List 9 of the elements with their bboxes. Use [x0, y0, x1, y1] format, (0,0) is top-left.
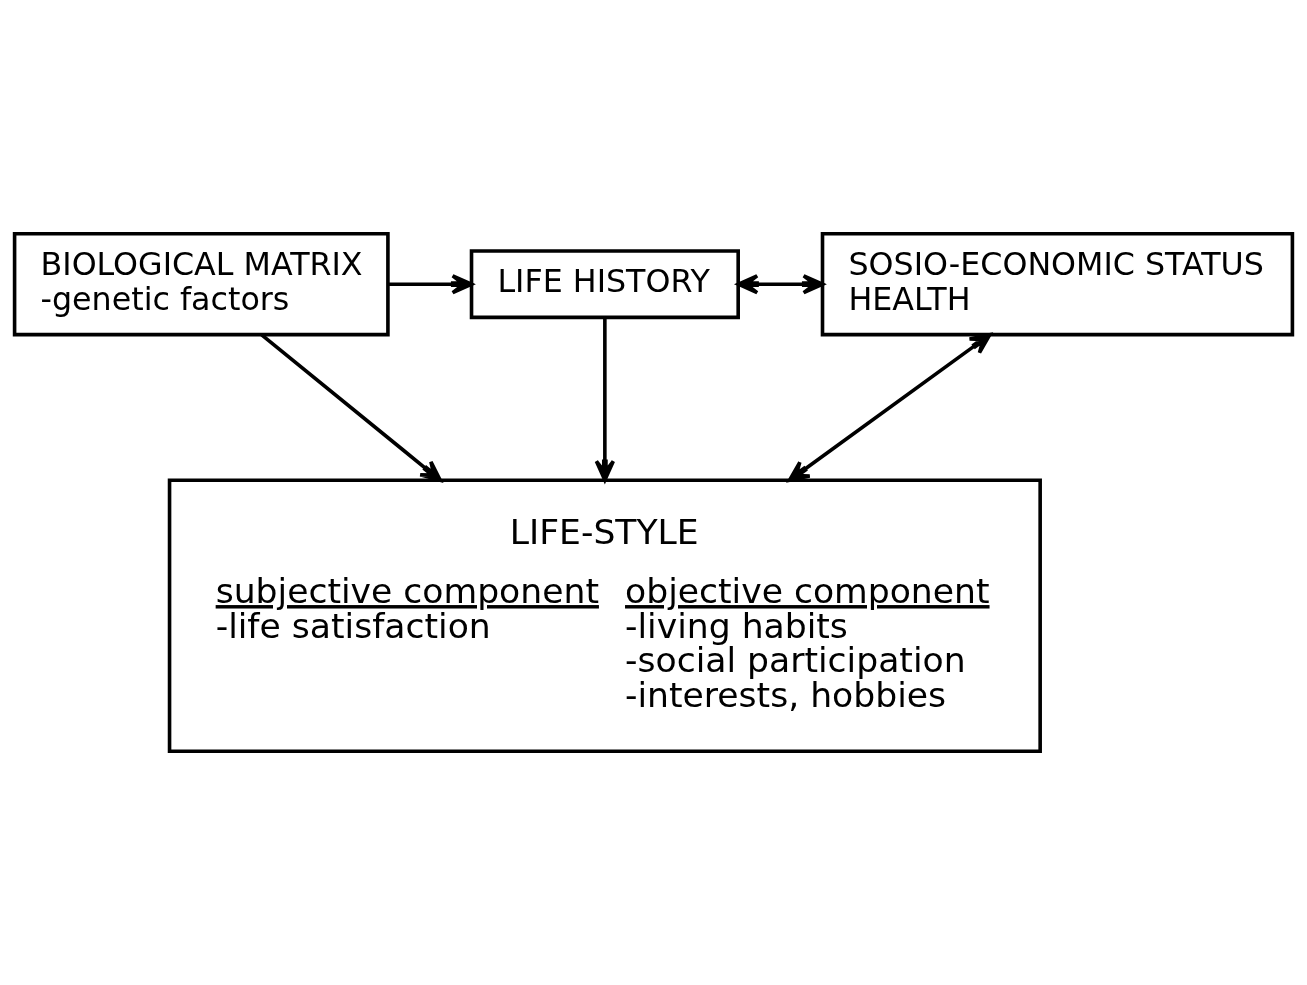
arrow — [260, 333, 442, 482]
arrow — [594, 317, 616, 482]
arrow — [736, 273, 825, 295]
node-box: LIFE-STYLE subjective component -life satisfaction objective component -living habits -social participation -interests, hobbies — [167, 478, 1042, 754]
arrow — [388, 273, 474, 295]
arrow — [787, 333, 992, 482]
node-box: LIFE HISTORY — [469, 249, 740, 320]
node-box: BIOLOGICAL MATRIX -genetic factors — [12, 231, 390, 337]
node-box: SOSIO-ECONOMIC STATUS HEALTH — [820, 231, 1295, 337]
